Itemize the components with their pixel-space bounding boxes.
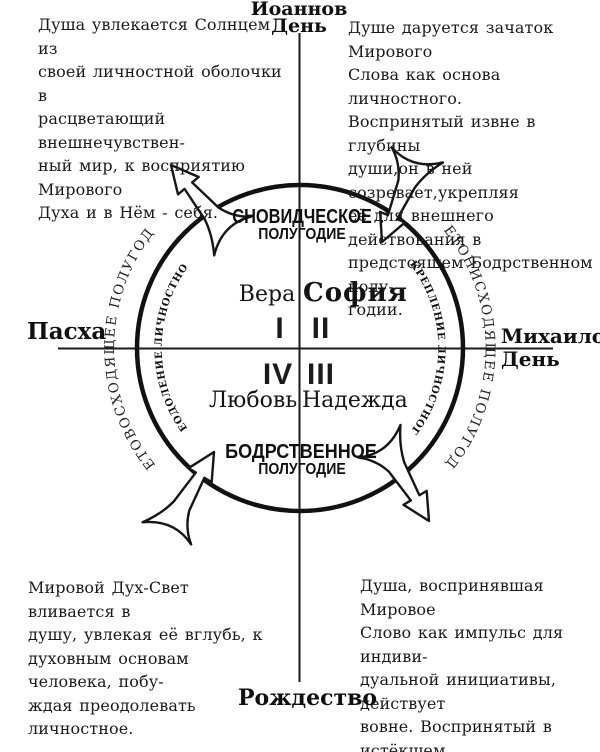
festival-michaelmas-line1: Михаилов <box>501 324 600 348</box>
festival-label-johns-day: Иоаннов День <box>240 0 358 37</box>
paragraph-bottom-left: Мировой Дух-Свет вливается в душу, увлек… <box>28 578 263 738</box>
dream-half-title: СНОВИДЧЕСКОЕ <box>232 206 372 228</box>
waking-half-subtitle: ПОЛУГОДИЕ <box>258 461 346 478</box>
festival-johns-day-line1: Иоаннов <box>250 0 348 20</box>
waking-half-title: БОДРСТВЕННОЕ <box>225 441 377 463</box>
quadrant-1-word: Вера <box>238 282 296 307</box>
dream-half-subtitle: ПОЛУГОДИЕ <box>258 226 346 243</box>
quadrant-3-numeral: III <box>306 358 335 391</box>
festival-label-christmas: Рождество <box>238 685 378 711</box>
quadrant-2-numeral: II <box>311 312 331 345</box>
quadrant-4-numeral: IV <box>262 358 294 391</box>
festival-michaelmas-line2: День <box>501 346 560 371</box>
paragraph-top-right: Душе даруется зачаток Мирового Слова как… <box>348 18 593 319</box>
quadrant-3-word: Надежда <box>302 388 408 413</box>
paragraph-bottom-right: Душа, воспринявшая Мировое Слово как имп… <box>360 576 564 752</box>
quadrant-4-word: Любовь <box>208 388 298 413</box>
year-circle <box>134 182 466 514</box>
quadrant-1-numeral: I <box>275 312 285 345</box>
paragraph-top-left: Душа увлекается Солнцем из своей личност… <box>38 15 282 222</box>
quadrant-2-word: София <box>303 278 408 308</box>
festival-label-michaelmas: Михаилов День <box>501 325 600 370</box>
festival-label-easter: Пасха <box>27 318 107 345</box>
festival-johns-day-line2: День <box>271 14 327 37</box>
